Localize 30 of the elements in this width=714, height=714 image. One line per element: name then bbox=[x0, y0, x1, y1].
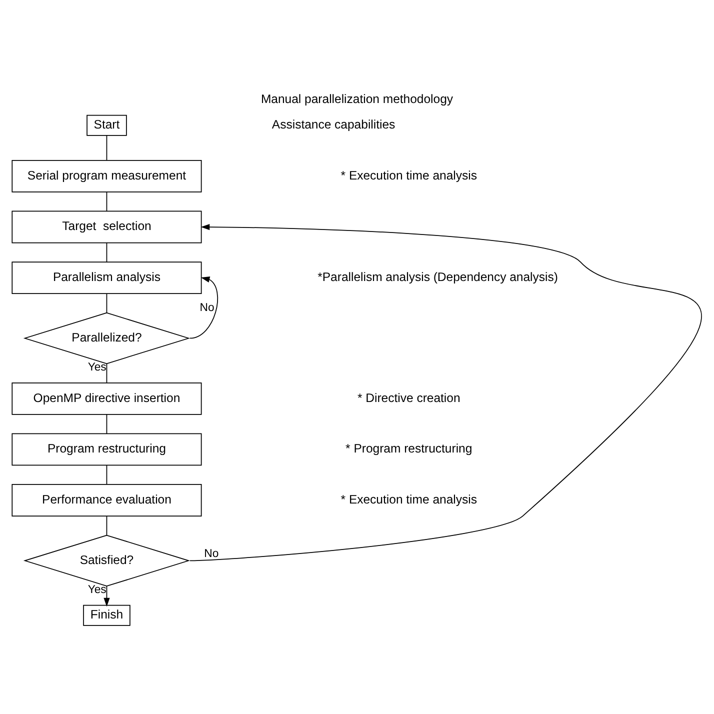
node-box: OpenMP directive insertion bbox=[12, 382, 202, 414]
arrow bbox=[190, 276, 218, 338]
label: * Program restructuring bbox=[346, 441, 472, 456]
label: * Directive creation bbox=[357, 390, 460, 404]
edge-label: No bbox=[204, 548, 219, 560]
node-box: Parallelism analysis bbox=[12, 261, 202, 294]
connector bbox=[106, 414, 108, 434]
arrow bbox=[190, 223, 702, 561]
connector bbox=[106, 362, 108, 383]
node-diamond: Satisfied? bbox=[23, 534, 190, 586]
node-box: Serial program measurement bbox=[12, 160, 202, 192]
node-box: Finish bbox=[83, 604, 130, 626]
connector bbox=[106, 464, 108, 484]
diagram-title: Manual parallelization methodology bbox=[260, 91, 454, 106]
node-box: Target selection bbox=[12, 210, 202, 243]
label: * Execution time analysis bbox=[340, 492, 477, 506]
node-diamond: Parallelized? bbox=[23, 312, 190, 364]
connector bbox=[106, 515, 108, 536]
label: Assistance capabilities bbox=[272, 117, 396, 132]
connector bbox=[106, 292, 108, 313]
arrow bbox=[104, 585, 110, 606]
node-box: Performance evaluation bbox=[12, 484, 202, 516]
label: *Parallelism analysis (Dependency analysis) bbox=[318, 270, 558, 284]
node-box: Program restructuring bbox=[12, 432, 202, 466]
connector bbox=[106, 134, 108, 160]
label: * Execution time analysis bbox=[340, 168, 477, 182]
connector bbox=[106, 242, 108, 262]
connector bbox=[106, 191, 108, 212]
node-box: Start bbox=[86, 114, 127, 136]
edge-label: No bbox=[200, 302, 214, 314]
